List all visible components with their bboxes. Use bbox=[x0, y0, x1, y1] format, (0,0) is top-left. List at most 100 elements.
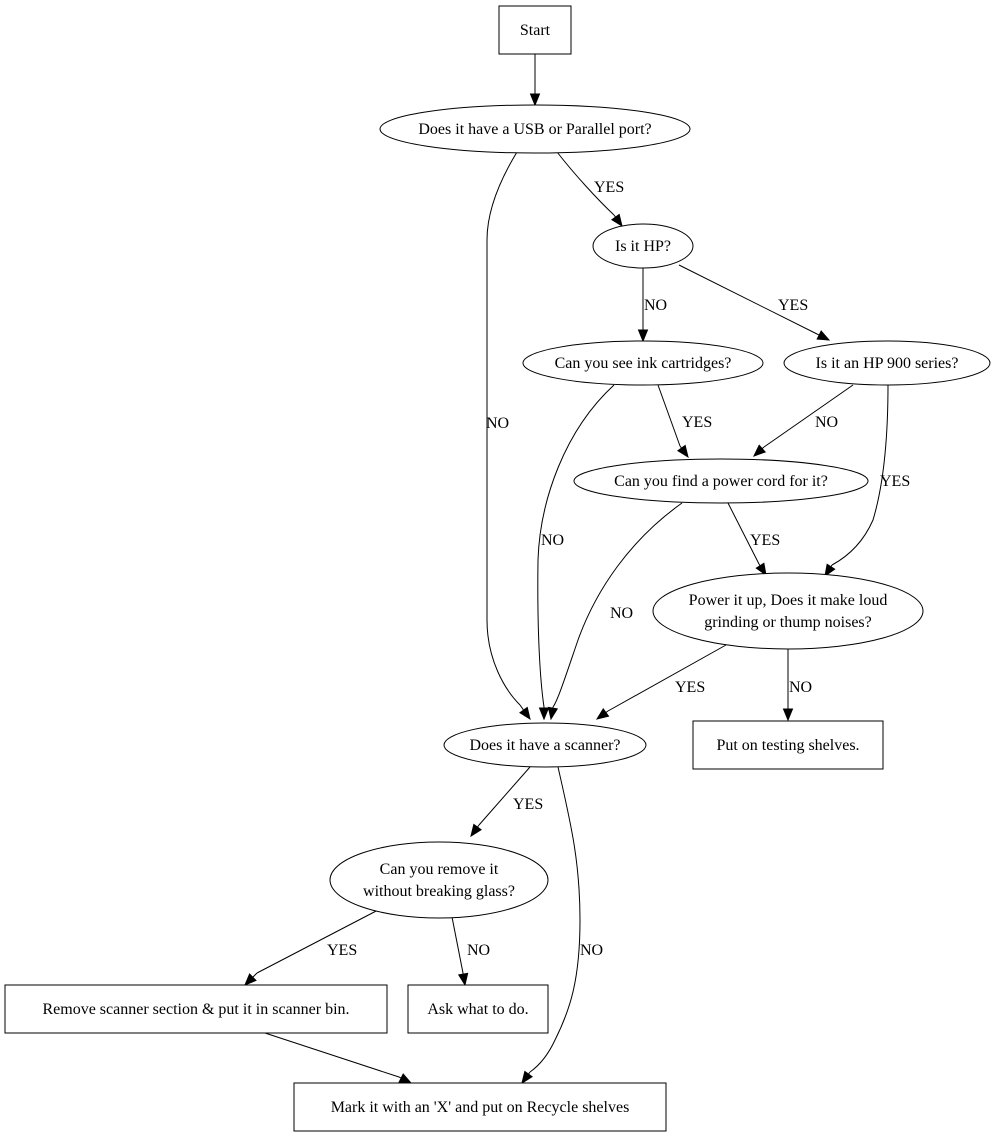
edge-line bbox=[657, 384, 681, 447]
edge-label: YES bbox=[513, 796, 543, 813]
node-testing: Put on testing shelves. bbox=[692, 720, 884, 770]
node-text: Put on testing shelves. bbox=[716, 737, 859, 754]
node-ellipse bbox=[379, 104, 691, 154]
node-power: Power it up, Does it make loud grinding o… bbox=[652, 572, 924, 650]
edge-label: YES bbox=[682, 414, 712, 431]
edge-cord-to-power: YES bbox=[727, 502, 780, 577]
node-scanner: Does it have a scanner? bbox=[443, 722, 647, 768]
node-text: Is it an HP 900 series? bbox=[816, 355, 959, 372]
node-hp900: Is it an HP 900 series? bbox=[783, 340, 991, 386]
node-box bbox=[4, 984, 388, 1034]
arrowhead-icon bbox=[595, 707, 610, 720]
arrowhead-icon bbox=[457, 972, 469, 987]
node-ellipse bbox=[329, 841, 549, 919]
arrowhead-icon bbox=[244, 973, 257, 986]
edge-label: NO bbox=[580, 942, 603, 959]
edge-line bbox=[486, 151, 521, 706]
edge-line bbox=[552, 502, 683, 708]
node-box bbox=[498, 5, 572, 55]
node-box bbox=[407, 984, 549, 1034]
arrowhead-icon bbox=[610, 213, 623, 228]
edge-label: NO bbox=[815, 414, 838, 431]
edge-line bbox=[678, 264, 818, 335]
edge-label: YES bbox=[327, 942, 357, 959]
edge-hp900-to-cord: NO bbox=[753, 384, 854, 457]
node-ink: Can you see ink cartridges? bbox=[522, 340, 764, 386]
edge-ink-to-scanner: NO bbox=[537, 384, 615, 721]
node-remove: Can you remove it without breaking glass? bbox=[329, 841, 549, 919]
edge-remove-to-bin: YES bbox=[244, 908, 381, 986]
node-bin: Remove scanner section & put it in scann… bbox=[4, 984, 388, 1034]
arrowhead-icon bbox=[398, 1073, 413, 1084]
edge-label: NO bbox=[610, 605, 633, 622]
node-ask: Ask what to do. bbox=[407, 984, 549, 1034]
node-text: Remove scanner section & put it in scann… bbox=[42, 1001, 349, 1018]
edge-line bbox=[607, 644, 727, 712]
node-text: Ask what to do. bbox=[427, 1001, 528, 1018]
edge-bin-to-recycle bbox=[264, 1032, 413, 1084]
edge-line bbox=[529, 766, 581, 1073]
node-box bbox=[692, 720, 884, 770]
edge-usb-to-scanner: NO bbox=[486, 151, 531, 721]
edge-label: NO bbox=[541, 532, 564, 549]
edge-start-to-usb bbox=[529, 54, 541, 107]
arrowhead-icon bbox=[753, 444, 767, 457]
node-text: without breaking glass? bbox=[363, 883, 515, 900]
edge-label: NO bbox=[644, 297, 667, 314]
edge-ink-to-cord: YES bbox=[657, 384, 712, 459]
node-start: Start bbox=[498, 5, 572, 55]
node-usb: Does it have a USB or Parallel port? bbox=[379, 104, 691, 154]
node-ellipse bbox=[783, 340, 991, 386]
edge-remove-to-ask: NO bbox=[451, 916, 490, 987]
node-text: Can you find a power cord for it? bbox=[614, 473, 828, 490]
edge-scanner-to-recycle: NO bbox=[521, 766, 603, 1085]
edge-label: NO bbox=[467, 942, 490, 959]
edge-power-to-testing: NO bbox=[782, 649, 812, 722]
node-text: Is it HP? bbox=[615, 238, 671, 255]
node-text: Can you see ink cartridges? bbox=[555, 355, 732, 372]
edge-scanner-to-remove: YES bbox=[470, 766, 543, 838]
node-text: Can you remove it bbox=[380, 861, 499, 878]
node-text: Does it have a USB or Parallel port? bbox=[418, 121, 651, 138]
node-ellipse bbox=[573, 458, 869, 504]
node-ellipse bbox=[652, 572, 924, 650]
edge-label: NO bbox=[789, 679, 812, 696]
arrowhead-icon bbox=[782, 708, 794, 722]
node-ellipse bbox=[522, 340, 764, 386]
edge-hp-to-hp900: YES bbox=[678, 264, 831, 341]
edge-power-to-scanner: YES bbox=[595, 644, 727, 720]
edge-label: NO bbox=[486, 415, 509, 432]
edge-usb-to-hp: YES bbox=[556, 151, 624, 228]
edge-line bbox=[256, 908, 381, 974]
edge-hp900-to-power: YES bbox=[824, 384, 910, 578]
edge-line bbox=[763, 384, 854, 448]
arrowhead-icon bbox=[529, 93, 541, 107]
arrowhead-icon bbox=[519, 706, 531, 721]
edge-line bbox=[264, 1032, 400, 1078]
arrowhead-icon bbox=[637, 329, 649, 343]
node-recycle: Mark it with an 'X' and put on Recycle s… bbox=[293, 1082, 667, 1132]
arrowhead-icon bbox=[470, 823, 483, 838]
arrowhead-icon bbox=[521, 1070, 534, 1085]
arrowhead-icon bbox=[816, 330, 831, 341]
node-hp: Is it HP? bbox=[592, 223, 694, 269]
node-cord: Can you find a power cord for it? bbox=[573, 458, 869, 504]
edge-cord-to-scanner: NO bbox=[547, 502, 683, 721]
arrowhead-icon bbox=[755, 562, 767, 577]
edge-label: YES bbox=[675, 679, 705, 696]
node-text: Power it up, Does it make loud bbox=[689, 592, 888, 609]
node-text: Mark it with an 'X' and put on Recycle s… bbox=[331, 1099, 630, 1116]
edge-line bbox=[727, 502, 760, 565]
edge-line bbox=[451, 916, 464, 974]
edge-label: YES bbox=[750, 532, 780, 549]
edge-hp-to-ink: NO bbox=[637, 268, 667, 343]
node-box bbox=[293, 1082, 667, 1132]
edge-line bbox=[478, 766, 531, 826]
edge-label: YES bbox=[778, 297, 808, 314]
arrowhead-icon bbox=[824, 563, 836, 578]
arrowhead-icon bbox=[538, 707, 550, 721]
edge-label: YES bbox=[594, 179, 624, 196]
node-text: grinding or thump noises? bbox=[704, 614, 872, 631]
edge-line bbox=[556, 151, 615, 216]
